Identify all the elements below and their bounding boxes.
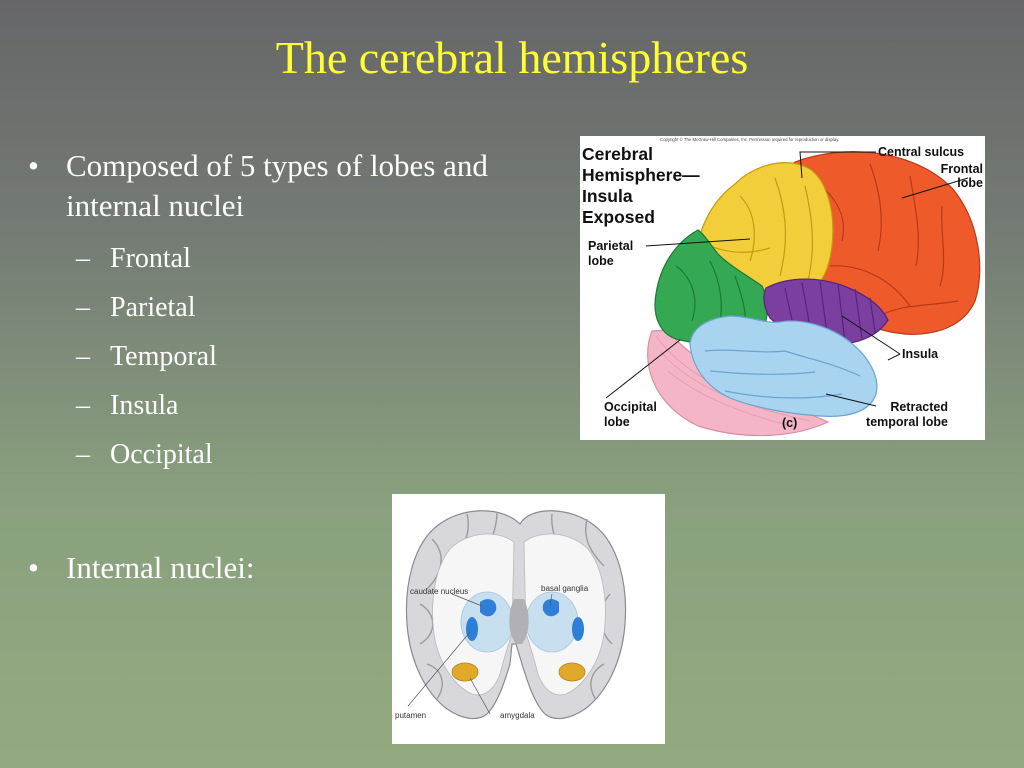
figure-heading-line1: Cerebral <box>582 144 653 164</box>
coronal-section-figure: caudate nucleus basal ganglia putamen am… <box>392 494 665 744</box>
coronal-section-svg: caudate nucleus basal ganglia putamen am… <box>395 510 627 720</box>
amygdala-left <box>451 662 479 682</box>
temporal-lobe-shape <box>689 315 878 417</box>
figure-heading-line2: Hemisphere— <box>582 165 700 185</box>
label-central-sulcus: Central sulcus <box>878 145 964 159</box>
putamen-left <box>466 617 478 641</box>
figure-heading-line4: Exposed <box>582 207 655 227</box>
label-insula: Insula <box>902 347 939 361</box>
lobe-insula: Insula <box>28 381 488 430</box>
coronal-leader-lines <box>407 593 553 715</box>
lobe-occipital: Occipital <box>28 430 488 479</box>
label-temporal-line1: Retracted <box>890 400 948 414</box>
slide-title: The cerebral hemispheres <box>275 32 749 83</box>
lateral-brain-figure: Copyright © The McGraw-Hill Companies, I… <box>580 136 985 440</box>
lobe-parietal: Parietal <box>28 283 488 332</box>
lobe-frontal: Frontal <box>28 234 488 283</box>
label-parietal-line1: Parietal <box>588 239 633 253</box>
label-basal-ganglia: basal ganglia <box>541 584 589 593</box>
amygdala-right <box>558 662 586 682</box>
caudate-nucleus-left <box>480 599 497 617</box>
frontal-gyri <box>814 163 959 317</box>
bullet-list: Composed of 5 types of lobes and interna… <box>28 146 488 479</box>
label-frontal-line1: Frontal <box>941 162 983 176</box>
label-parietal-line2: lobe <box>588 254 614 268</box>
temporal-gyri <box>704 349 861 399</box>
label-caudate: caudate nucleus <box>410 587 468 596</box>
bullet-composed: Composed of 5 types of lobes and interna… <box>28 146 488 226</box>
label-panel-c: (c) <box>782 416 797 430</box>
label-temporal-line2: temporal lobe <box>866 415 948 429</box>
label-amygdala: amygdala <box>500 711 535 720</box>
figure-heading-line3: Insula <box>582 186 633 206</box>
label-putamen: putamen <box>395 711 426 720</box>
insula-gyri <box>784 280 876 343</box>
label-occipital-line2: lobe <box>604 415 630 429</box>
bullet-internal-nuclei: Internal nuclei: <box>28 548 426 588</box>
ventricles <box>509 599 529 644</box>
label-occipital-line1: Occipital <box>604 400 657 414</box>
putamen-right <box>572 617 584 641</box>
caudate-nucleus-right <box>542 599 559 617</box>
lateral-brain-svg: Copyright © The McGraw-Hill Companies, I… <box>582 137 983 437</box>
figure-copyright: Copyright © The McGraw-Hill Companies, I… <box>660 137 839 142</box>
leader-lines <box>605 151 969 407</box>
lobe-sublist: Frontal Parietal Temporal Insula Occipit… <box>28 234 488 479</box>
lobe-temporal: Temporal <box>28 332 488 381</box>
label-frontal-line2: lobe <box>957 176 983 190</box>
parietal-gyri <box>709 177 814 282</box>
